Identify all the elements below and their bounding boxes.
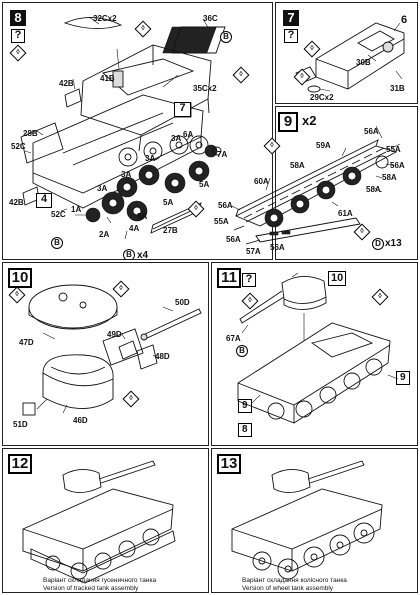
step-11-number: 11	[217, 268, 241, 288]
callout-41b: 41B	[100, 74, 115, 83]
step-11-question-marker: ?	[242, 273, 256, 287]
callout-57a: 57A	[246, 247, 261, 256]
callout-46d: 46D	[73, 416, 88, 425]
step-9-area: 9 x2 ◊ ◊ 59A 56A 55A	[186, 106, 418, 260]
callout-3a-4: 3A	[97, 184, 108, 193]
callout-55a-1: 55A	[386, 145, 401, 154]
callout-35c: 35Cx2	[193, 84, 217, 93]
step-12-caption-en: Version of tracked tank assembly	[43, 585, 139, 592]
callout-58a-2: 58A	[382, 173, 397, 182]
callout-3a-2: 3A	[145, 154, 156, 163]
callout-49d: 49D	[107, 330, 122, 339]
step-10-drawing	[22, 284, 202, 416]
callout-5a-2: 5A	[163, 198, 174, 207]
step-13-caption-en: Version of wheel tank assembly	[242, 585, 334, 592]
step-12-panel: 12 Варіант складання гусеничного танка V…	[2, 448, 209, 593]
step-8-panel: 8 ? ◊	[2, 2, 273, 260]
step-9-track-links	[243, 147, 385, 219]
step-11-panel: 11 ? ◊ ◊ 10 67A B 9 9 8	[211, 262, 418, 446]
callout-5a-1: 5A	[199, 180, 210, 189]
step-9-drawing	[231, 125, 401, 245]
step-9-multiplier: x2	[302, 113, 317, 128]
callout-56a-1: 56A	[364, 127, 379, 136]
step-13-caption-ua: Варіант складання колісного танка	[242, 577, 347, 584]
callout-51d: 51D	[13, 420, 28, 429]
callout-52c-2: 52C	[51, 210, 66, 219]
step-13-panel: 13 Варіант складання колісного танка Ver…	[211, 448, 418, 593]
step-7-question-marker: ?	[284, 29, 298, 43]
callout-2a: 2A	[99, 230, 110, 239]
step-10-panel: 10 ◊ ◊ ◊ 50D 47D 49D 48D	[2, 262, 209, 446]
callout-7a: 7A	[217, 150, 228, 159]
callout-30b: 30B	[356, 58, 371, 67]
callout-52c: 52C	[11, 142, 26, 151]
step-8-number: 8	[10, 10, 26, 26]
callout-56a-5: 56A	[270, 243, 285, 252]
callout-47d: 47D	[19, 338, 34, 347]
callout-60a: 60A	[254, 177, 269, 186]
step-13-drawing	[231, 460, 383, 580]
step-13-number: 13	[217, 454, 241, 474]
callout-56a-3: 56A	[218, 201, 233, 210]
step-7-drawing	[295, 22, 405, 93]
callout-36c: 36C	[203, 14, 218, 23]
step-8-bolt-marker-3: B	[123, 249, 135, 259]
step-9-decal-marker: D	[372, 238, 384, 250]
callout-55a-2: 55A	[214, 217, 229, 226]
step-8-drawing	[20, 16, 226, 240]
callout-61a: 61A	[338, 209, 353, 218]
callout-58a-3: 58A	[366, 185, 381, 194]
callout-42b-top: 42B	[59, 79, 74, 88]
callout-28b: 28B	[23, 129, 38, 138]
callout-3a-1: 3A	[171, 134, 182, 143]
callout-x13: x13	[385, 238, 402, 249]
callout-29c: 29Cx2	[310, 93, 334, 102]
step-8-ref-4: 4	[36, 193, 52, 208]
callout-10: 10	[328, 271, 347, 286]
callout-8: 8	[238, 423, 252, 437]
callout-50d: 50D	[175, 298, 190, 307]
step-8-ref-7: 7	[174, 102, 191, 117]
step-12-drawing	[22, 460, 176, 584]
step-7-panel: 7 ? ◊ ◊ 6 30B 29Cx2 31B	[275, 2, 418, 104]
step-9-number: 9	[278, 112, 298, 132]
step-12-number: 12	[8, 454, 32, 474]
callout-x4: x4	[137, 250, 149, 260]
callout-6a: 6A	[183, 130, 194, 139]
step-7-number: 7	[283, 10, 299, 26]
step-11-bolt-marker: B	[236, 345, 248, 357]
step-8-question-marker: ?	[11, 29, 25, 43]
step-12-caption-ua: Варіант складання гусеничного танка	[43, 577, 157, 584]
callout-27b: 27B	[163, 226, 178, 235]
callout-59a: 59A	[316, 141, 331, 150]
step-8-bolt-marker-2: B	[51, 237, 63, 249]
callout-9-left: 9	[238, 399, 252, 413]
step-10-number: 10	[8, 268, 32, 288]
callout-48d: 48D	[155, 352, 170, 361]
step-8-bolt-marker-1: B	[220, 31, 232, 43]
callout-4a: 4A	[129, 224, 140, 233]
step-8-road-wheels	[85, 135, 222, 223]
callout-58a-1: 58A	[290, 161, 305, 170]
callout-56a-4: 56A	[226, 235, 241, 244]
callout-6: 6	[401, 14, 408, 26]
callout-42b-bottom: 42B	[9, 198, 24, 207]
callout-32c: 32Cx2	[93, 14, 117, 23]
callout-67a: 67A	[226, 334, 241, 343]
callout-56a-2: 56A	[390, 161, 405, 170]
callout-31b: 31B	[390, 84, 405, 93]
callout-3a-3: 3A	[121, 170, 132, 179]
callout-1a: 1A	[71, 205, 82, 214]
callout-9-right: 9	[396, 371, 410, 385]
callout-5a-3: 5A	[137, 212, 148, 221]
